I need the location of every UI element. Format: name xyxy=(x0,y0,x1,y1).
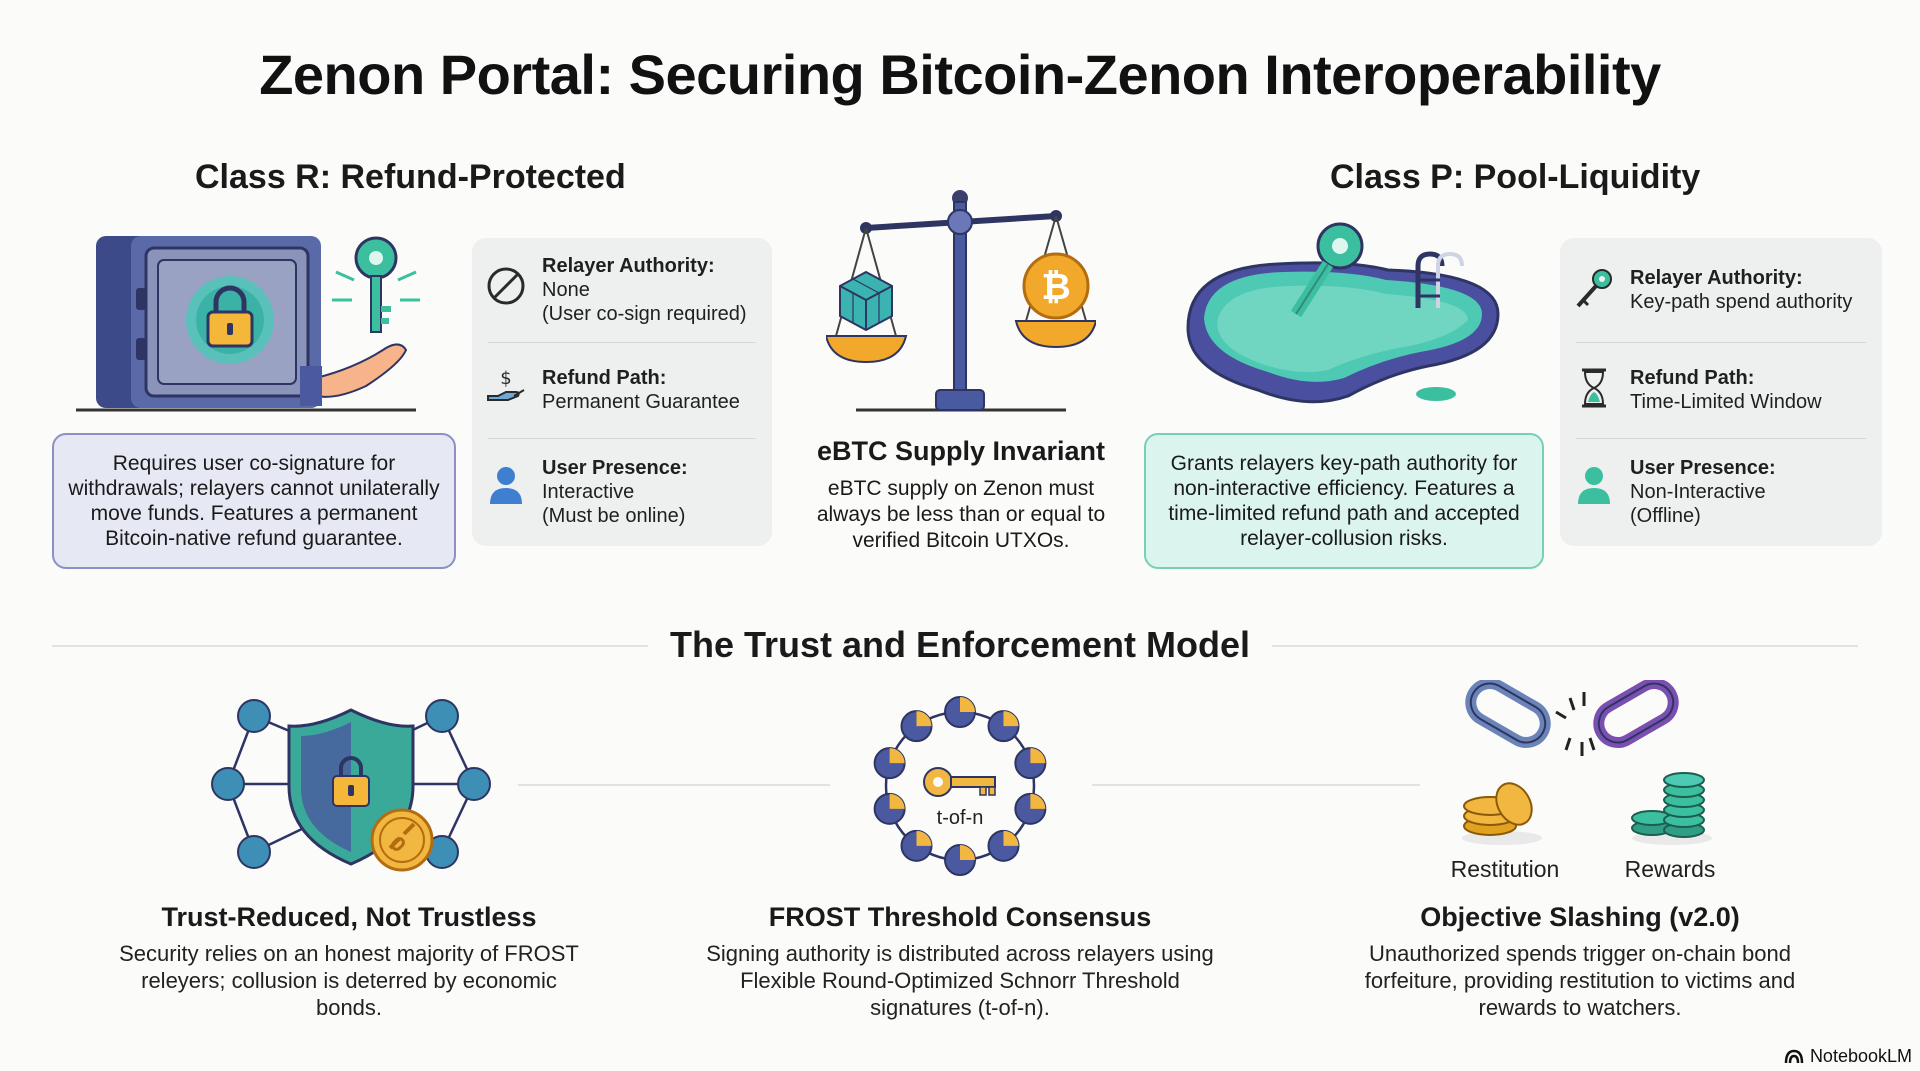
row-label: Relayer Authority: xyxy=(542,255,715,277)
row-value: None xyxy=(542,279,590,301)
center-title: eBTC Supply Invariant xyxy=(816,436,1106,466)
bitcoin-icon: ₿ xyxy=(1022,252,1090,320)
user-icon xyxy=(1578,467,1610,504)
hand-key-icon xyxy=(300,236,420,406)
class-p-relayer-authority: Relayer Authority: Key-path spend author… xyxy=(1560,266,1882,314)
class-p-refund-path: Refund Path: Time-Limited Window xyxy=(1560,366,1882,414)
prohibited-icon xyxy=(487,267,525,305)
restitution-coins-icon xyxy=(1462,782,1542,845)
relayer-node-share xyxy=(1030,748,1046,764)
relayer-node-share xyxy=(960,697,975,712)
trust-reduced-title: Trust-Reduced, Not Trustless xyxy=(161,902,537,932)
balance-scale-illustration: ₿ xyxy=(826,190,1096,412)
key-icon xyxy=(1290,222,1364,318)
broken-chain-icon xyxy=(1465,680,1679,756)
connector-line-1 xyxy=(518,784,830,786)
row-value: (Offline) xyxy=(1630,505,1701,527)
frost-ring-illustration: t-of-n xyxy=(873,696,1047,876)
key-icon xyxy=(1576,269,1612,308)
relayer-node-share xyxy=(1003,830,1019,846)
threshold-label: t-of-n xyxy=(937,807,984,829)
row-value: (Must be online) xyxy=(542,505,686,527)
svg-text:₿: ₿ xyxy=(1041,267,1070,308)
row-value: Time-Limited Window xyxy=(1630,391,1822,413)
center-description: eBTC supply on Zenon must always be less… xyxy=(816,477,1106,552)
vault-illustration xyxy=(76,236,420,412)
padlock-icon xyxy=(206,285,254,348)
objective-slashing-title: Objective Slashing (v2.0) xyxy=(1420,902,1740,932)
relayer-node-share xyxy=(1003,711,1019,727)
relayer-node-share xyxy=(1030,793,1046,809)
section-divider-right xyxy=(1272,645,1858,647)
page-title: Zenon Portal: Securing Bitcoin-Zenon Int… xyxy=(259,43,1661,106)
class-p-description: Grants relayers key-path authority for n… xyxy=(1144,433,1544,569)
bond-coin-icon xyxy=(370,808,434,872)
svg-text:$: $ xyxy=(500,368,511,389)
notebooklm-brand: NotebookLM xyxy=(1784,1046,1912,1067)
trust-reduced-description: Security relies on an honest majority of… xyxy=(119,941,579,1020)
row-label: Refund Path: xyxy=(542,367,667,389)
hourglass-icon xyxy=(1582,368,1606,408)
row-value: Non-Interactive xyxy=(1630,481,1766,503)
row-label: Relayer Authority: xyxy=(1630,267,1803,289)
rewards-coins-icon xyxy=(1631,772,1712,845)
class-r-refund-path: $ Refund Path: Permanent Guarantee xyxy=(472,366,772,414)
user-icon xyxy=(490,467,522,504)
row-label: Refund Path: xyxy=(1630,367,1755,389)
class-r-properties-panel: Relayer Authority: None (User co-sign re… xyxy=(472,238,772,546)
class-p-description-text: Grants relayers key-path authority for n… xyxy=(1168,452,1520,550)
row-value: Key-path spend authority xyxy=(1630,291,1853,313)
row-value: Interactive xyxy=(542,481,635,503)
class-r-user-presence: User Presence: Interactive (Must be onli… xyxy=(472,456,772,528)
slashing-illustration xyxy=(1462,680,1712,845)
padlock-icon xyxy=(332,756,370,807)
relayer-node-share xyxy=(916,711,932,727)
class-r-description: Requires user co-signature for withdrawa… xyxy=(52,433,456,569)
class-r-description-text: Requires user co-signature for withdrawa… xyxy=(68,452,440,550)
row-label: User Presence: xyxy=(542,457,688,479)
trust-section-title: The Trust and Enforcement Model xyxy=(669,624,1251,665)
class-r-relayer-authority: Relayer Authority: None (User co-sign re… xyxy=(472,254,772,326)
class-p-user-presence: User Presence: Non-Interactive (Offline) xyxy=(1560,456,1882,528)
objective-slashing-description: Unauthorized spends trigger on-chain bon… xyxy=(1364,941,1796,1020)
restitution-label: Restitution xyxy=(1450,856,1560,882)
rewards-label: Rewards xyxy=(1624,856,1716,882)
section-divider-left xyxy=(52,645,648,647)
frost-consensus-description: Signing authority is distributed across … xyxy=(706,941,1214,1020)
pool-illustration xyxy=(1186,222,1500,404)
refund-hand-icon: $ xyxy=(487,368,525,401)
relayer-node-share xyxy=(889,793,905,809)
shield-network-illustration xyxy=(211,699,491,872)
brand-text: NotebookLM xyxy=(1809,1046,1912,1066)
connector-line-2 xyxy=(1092,784,1420,786)
class-r-title: Class R: Refund-Protected xyxy=(195,158,626,196)
frost-consensus-title: FROST Threshold Consensus xyxy=(768,902,1152,932)
relayer-node-share xyxy=(889,748,905,764)
relayer-node-share xyxy=(960,845,975,860)
row-value: Permanent Guarantee xyxy=(542,391,740,413)
notebooklm-logo-icon xyxy=(1784,1049,1804,1063)
cube-icon xyxy=(839,270,893,332)
row-value: (User co-sign required) xyxy=(542,303,747,325)
threshold-key-icon xyxy=(923,767,996,797)
relayer-nodes xyxy=(873,696,1047,876)
relayer-node-share xyxy=(916,830,932,846)
class-p-title: Class P: Pool-Liquidity xyxy=(1330,158,1701,196)
class-p-properties-panel: Relayer Authority: Key-path spend author… xyxy=(1560,238,1882,546)
row-label: User Presence: xyxy=(1630,457,1776,479)
pool-ladder-icon xyxy=(1415,251,1464,308)
